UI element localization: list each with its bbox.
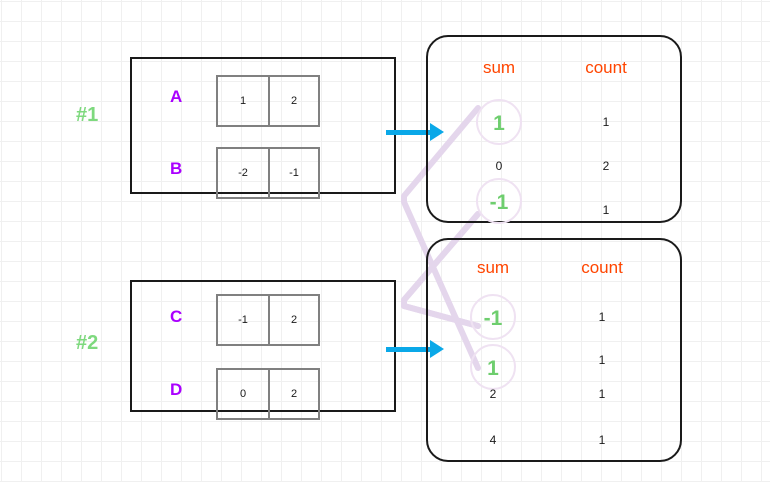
cell-b-1: -1 — [268, 149, 318, 197]
agg-table-2-row-1-sum: 1 — [470, 344, 516, 390]
agg-table-2: sum count -1 1 1 1 2 1 4 1 — [426, 238, 682, 462]
partition-tag-1: #1 — [76, 104, 99, 126]
partition-box-2: C -1 2 D 0 2 — [130, 280, 396, 420]
arrow-2-head — [430, 340, 444, 358]
agg-table-1-header-sum: sum — [482, 58, 516, 77]
row-label-c: C — [170, 307, 183, 326]
agg-table-2-row-1-count: 1 — [598, 353, 606, 367]
agg-table-2-row-3-count: 1 — [598, 433, 606, 447]
cell-d-1: 2 — [268, 370, 318, 418]
agg-table-1-row-2-count: 1 — [602, 203, 610, 217]
row-cells-d: 0 2 — [216, 368, 320, 420]
partition-box-1: A 1 2 B -2 -1 — [130, 57, 396, 199]
row-label-b: B — [170, 159, 183, 178]
agg-table-2-row-2-count: 1 — [598, 387, 606, 401]
agg-table-1-row-0-count: 1 — [602, 115, 610, 129]
row-cells-b: -2 -1 — [216, 147, 320, 199]
agg-table-1-row-1-sum: 0 — [495, 159, 503, 173]
row-cells-c: -1 2 — [216, 294, 320, 346]
agg-table-1-row-1-count: 2 — [602, 159, 610, 173]
agg-table-2-header-sum: sum — [476, 258, 510, 277]
row-label-d: D — [170, 380, 183, 399]
agg-table-2-row-3-sum: 4 — [489, 433, 497, 447]
cell-c-1: 2 — [268, 296, 318, 344]
arrow-1-shaft — [386, 130, 430, 135]
agg-table-2-row-0-sum: -1 — [470, 294, 516, 340]
cell-d-0: 0 — [239, 388, 247, 400]
agg-table-2-row-2-sum: 2 — [489, 387, 497, 401]
agg-table-1-row-0-sum: 1 — [476, 99, 522, 145]
cell-a-1: 2 — [268, 77, 318, 125]
row-label-a: A — [170, 87, 183, 106]
agg-table-2-header-count: count — [581, 258, 623, 277]
agg-table-1-header-count: count — [585, 58, 627, 77]
agg-table-2-row-0-count: 1 — [598, 310, 606, 324]
cell-b-0: -2 — [238, 167, 248, 179]
row-cells-a: 1 2 — [216, 75, 320, 127]
arrow-1-head — [430, 123, 444, 141]
cell-c-0: -1 — [238, 314, 248, 326]
agg-table-1-row-2-sum: -1 — [476, 178, 522, 224]
cell-a-0: 1 — [239, 95, 247, 107]
agg-table-1: sum count 1 1 0 2 -1 1 — [426, 35, 682, 224]
arrow-2-shaft — [386, 347, 430, 352]
partition-tag-2: #2 — [76, 332, 99, 354]
